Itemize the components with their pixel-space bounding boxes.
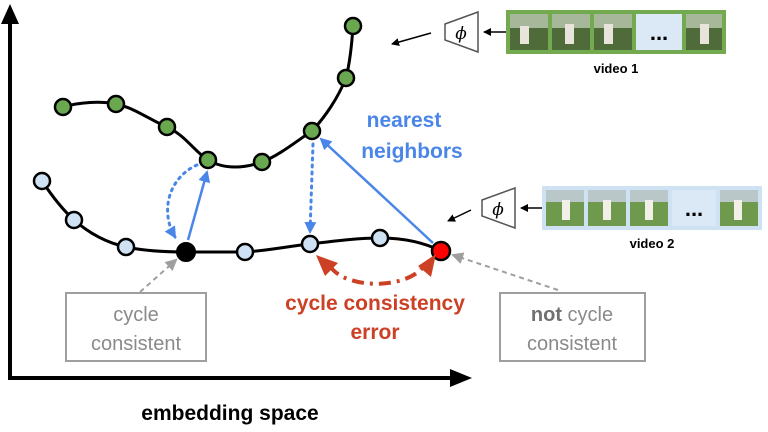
video2-ellipsis-panel (672, 190, 716, 226)
video1-frame-node (157, 117, 177, 137)
not-consistent-bold: not (531, 304, 562, 326)
nearest-neighbors-label-line2: neighbors (361, 140, 463, 163)
x-axis-label: embedding space (141, 402, 318, 425)
video1-ellipsis-panel (636, 14, 682, 50)
nn-arrow-dotted-right (304, 142, 317, 234)
consistent-pointer (139, 258, 178, 293)
video1-frame-node (53, 97, 73, 117)
not-consistent-box-line2: consistent (527, 333, 617, 355)
nn-arrow-solid-right (319, 137, 434, 244)
not-consistent-box (499, 292, 646, 362)
encoder2-phi: ϕ (492, 200, 504, 220)
consistent-box-line2: consistent (91, 333, 181, 355)
video2-frame-node (300, 234, 320, 254)
x-axis-arrowhead (450, 369, 472, 387)
video2-filmstrip: ... (542, 186, 762, 230)
encoder1-icon (444, 10, 479, 54)
video1-frame-node (106, 94, 126, 114)
encoder1-to-trajectory-arrow (391, 32, 432, 46)
cycle-error-arrowhead-right (418, 254, 436, 277)
nn-arrow-solid-left (186, 170, 211, 241)
cycle-error-label-line1: cycle consistency (285, 292, 465, 315)
video1-frame-node (252, 152, 272, 172)
encoder2-to-trajectory-arrow (447, 209, 472, 222)
video2-label: video 2 (630, 236, 675, 251)
video1-ellipsis: ... (650, 20, 668, 45)
video1-label: video 1 (594, 61, 639, 76)
video2-frame-node (370, 228, 390, 248)
video2-frame-node (32, 171, 52, 191)
consistent-box-line1: cycle (113, 304, 159, 326)
video2-frame-node (116, 237, 136, 257)
inconsistent-node (430, 240, 452, 262)
video1-nodes (53, 16, 363, 172)
video2-frame-node (235, 242, 255, 262)
nearest-neighbor-arrows (164, 137, 434, 244)
video1-frame-node (343, 16, 363, 36)
video2-frame-node (64, 210, 84, 230)
video2-ellipsis: ... (685, 196, 703, 221)
cycle-error-arrowhead-left (316, 255, 338, 276)
cycle-error-arc (328, 262, 427, 286)
consistent-box (65, 292, 207, 362)
not-consistent-rest: cycle (562, 304, 613, 326)
encoder1-phi: ϕ (455, 24, 467, 44)
not-consistent-pointer (451, 252, 559, 291)
not-consistent-box-line1: not cycle (531, 304, 613, 326)
video1-frame-node (336, 68, 356, 88)
axes (1, 4, 472, 387)
y-axis-arrowhead (1, 4, 19, 24)
video1-frame-node (302, 121, 322, 141)
cycle-error-label-line2: error (350, 321, 399, 344)
encoder2-icon (481, 186, 516, 230)
video1-frame-node (198, 150, 218, 170)
nearest-neighbors-label-line1: nearest (367, 109, 442, 132)
video2-nodes (32, 171, 390, 262)
video1-filmstrip: ... (506, 10, 726, 54)
consistent-node (176, 242, 196, 262)
video1-trajectory (62, 25, 355, 169)
nn-arrow-dotted-left (164, 163, 199, 239)
